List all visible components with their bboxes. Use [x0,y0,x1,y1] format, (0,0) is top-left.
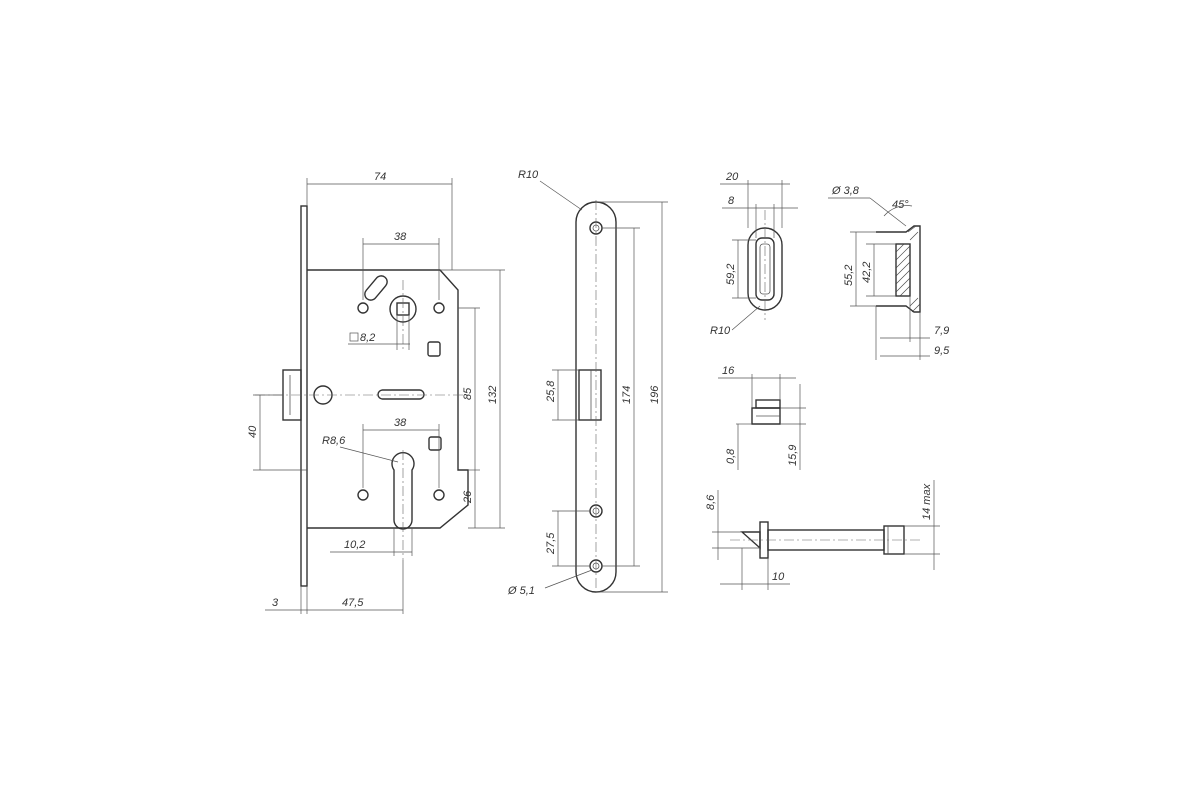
dim-cylinder-width: 10,2 [344,539,365,551]
dim-radius: R8,6 [322,435,346,447]
faceplate-view: R10 25,8 174 196 27,5 Ø 5,1 [507,169,668,597]
dim-lower-hole: 27,5 [545,532,557,555]
dim-latch-width: 16 [722,365,735,377]
dim-latch-height: 15,9 [787,445,799,466]
dim-plate-height: 196 [649,385,661,404]
dim-square-spindle: 8,2 [360,332,375,344]
lock-body-view: 74 38 8,2 40 R8,6 38 10,2 [247,171,505,614]
dim-strike-inner-height: 42,2 [861,262,873,283]
dim-cylinder-offset: 26 [462,490,474,504]
dim-width: 74 [374,171,386,183]
cylinder-cutout [391,451,415,530]
latch-detail-view: 16 0,8 15,9 [718,365,806,470]
strike-side-view: Ø 3,8 45° 55,2 42,2 7,9 9,5 [828,185,950,360]
dim-spindle-max: 14 max [921,483,933,520]
dim-hole-diameter: Ø 5,1 [507,585,535,597]
dim-spindle-head-length: 10 [772,571,785,583]
dim-latch-window: 25,8 [545,380,557,403]
lock-faceplate-strip [300,205,308,587]
dim-latch-lip: 0,8 [725,448,737,464]
dim-strike-slot-height: 59,2 [725,264,737,285]
spindle-detail-view: 8,6 10 14 max [705,480,940,590]
dim-backset: 47,5 [342,597,364,609]
latch-window [578,369,602,421]
dim-strike-width: 20 [725,171,739,183]
dim-body-height: 132 [487,386,499,404]
strike-plate-view: 20 8 59,2 R10 [710,171,798,337]
dim-center-distance: 85 [462,387,474,400]
dim-strike-radius: R10 [710,325,731,337]
dim-hole-spacing-bottom: 38 [394,417,407,429]
dim-hole-spacing-top: 38 [394,231,407,243]
dim-spindle-head-height: 8,6 [705,494,717,510]
strike-side-outline [876,225,921,313]
faceplate-outline [575,201,617,593]
dim-screw-spacing: 174 [621,386,633,404]
dim-latch-offset: 40 [247,425,259,438]
dim-strike-hole-diameter: Ø 3,8 [831,185,860,197]
dim-faceplate-radius: R10 [518,169,539,181]
dim-strike-outer-height: 55,2 [843,265,855,286]
dim-strike-depth-inner: 7,9 [934,325,949,337]
top-slot [364,275,388,301]
dim-strike-slot-width: 8 [728,195,735,207]
horizontal-slot [377,389,425,400]
dim-strike-depth-outer: 9,5 [934,345,950,357]
lock-body-outline [307,269,469,529]
dim-strike-chamfer: 45° [892,199,909,211]
dim-faceplate-thickness: 3 [272,597,279,609]
